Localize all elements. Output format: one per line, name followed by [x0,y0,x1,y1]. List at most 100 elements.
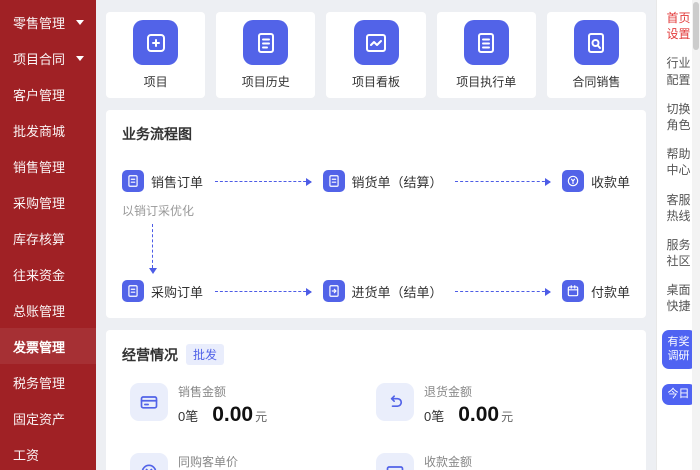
stat-avg-order-value: 同购客单价 [130,453,376,470]
shortcut-card-project-execution[interactable]: 项目执行单 [436,12,536,98]
stat-label: 收款金额 [424,455,473,469]
calendar-icon [562,280,584,302]
flow-node-label: 销货单（结算） [351,174,443,190]
shortcut-card-project-board[interactable]: 项目看板 [326,12,426,98]
shortcut-card-label: 项目历史 [241,75,290,89]
sidebar-item-label: 往来资金 [13,267,66,283]
sidebar-item-retail-management[interactable]: 零售管理 [0,4,96,40]
project-execution-icon [463,20,509,65]
sidebar-item-label: 发票管理 [13,339,66,355]
sidebar-item-label: 批发商城 [13,123,66,139]
project-icon [133,20,179,65]
shortcut-card-project-history[interactable]: 项目历史 [216,12,316,98]
document-icon [122,280,144,302]
dashed-arrow-right [454,177,552,186]
sidebar-item-label: 固定资产 [13,411,66,427]
scrollbar-thumb[interactable] [693,2,699,50]
flow-node-label: 销售订单 [151,174,204,190]
flow-node-goods-receipt[interactable]: 进货单（结单） [322,280,443,302]
shortcut-card-label: 项目 [143,75,168,89]
sidebar-item-label: 总账管理 [13,303,66,319]
contract-sales-icon [573,20,619,65]
shortcut-card-label: 项目看板 [352,75,401,89]
rail-item-service-community[interactable]: 服务社区 [666,237,691,269]
document-icon [122,170,144,192]
rail-item-home-settings[interactable]: 首页设置 [666,11,691,42]
shortcut-card-contract-sales[interactable]: 合同销售 [546,12,647,98]
sidebar-item-tax-management[interactable]: 税务管理 [0,364,96,400]
stat-unit: 元 [255,410,268,424]
shortcut-card-label: 合同销售 [572,75,621,89]
rail-item-switch-role[interactable]: 切换角色 [666,101,691,132]
stat-count: 0笔 [178,409,199,424]
rail-item-service-hotline[interactable]: 客服热线 [666,192,691,223]
flow-node-receipt-voucher[interactable]: 收款单 [562,170,630,192]
flow-note: 以销订采优化 [122,204,195,218]
flow-transition: 以销订采优化 [122,192,630,280]
main-content: 项目 项目历史 项目看板 项目执行单 [96,0,656,470]
sidebar-item-label: 采购管理 [13,195,66,211]
chevron-down-icon [76,55,84,61]
shortcut-card-label: 项目执行单 [456,75,517,89]
project-history-icon [243,20,289,65]
sidebar-item-invoice-management[interactable]: 发票管理 [0,328,96,364]
sidebar-item-purchase-management[interactable]: 采购管理 [0,184,96,220]
sidebar-item-label: 工资 [13,447,40,463]
sidebar-item-sales-management[interactable]: 销售管理 [0,148,96,184]
stat-label: 同购客单价 [178,455,239,469]
dashed-arrow-down [149,224,157,274]
sidebar-item-label: 零售管理 [13,15,66,31]
flow-node-purchase-order[interactable]: 采购订单 [122,280,203,302]
sidebar-item-fixed-assets[interactable]: 固定资产 [0,400,96,436]
dashed-arrow-right [215,287,312,296]
flow-node-sales-invoice[interactable]: 销货单（结算） [322,170,443,192]
flow-panel-title: 业务流程图 [122,126,192,142]
stat-receipt-amount: 收款金额 [376,453,622,470]
business-flow-panel: 业务流程图 销售订单 销货单（结算） [106,110,646,318]
flow-row-sales: 销售订单 销货单（结算） 收款单 [122,170,630,192]
flow-row-purchase: 采购订单 进货单（结单） 付款单 [122,280,630,302]
flow-node-label: 采购订单 [151,284,204,300]
rail-item-desktop-shortcut[interactable]: 桌面快捷 [666,283,691,314]
sidebar-item-label: 库存核算 [13,231,66,247]
sidebar: 零售管理 项目合同 客户管理 批发商城 销售管理 采购管理 库存核算 往来资金 … [0,0,96,470]
shortcut-cards-row: 项目 项目历史 项目看板 项目执行单 [106,12,647,98]
sidebar-item-project-contract[interactable]: 项目合同 [0,40,96,76]
survey-badge[interactable]: 有奖调研 [661,329,696,370]
sidebar-item-customer-management[interactable]: 客户管理 [0,76,96,112]
scrollbar-track[interactable] [692,0,700,470]
dashed-arrow-right [215,177,312,186]
sidebar-item-payroll[interactable]: 工资 [0,436,96,470]
stat-count: 0笔 [424,409,445,424]
sales-amount-icon [130,383,168,421]
shortcut-card-project[interactable]: 项目 [106,12,206,98]
flow-node-payment-voucher[interactable]: 付款单 [562,280,630,302]
dashed-arrow-right [454,287,552,296]
flow-node-label: 收款单 [591,174,631,190]
stat-unit: 元 [501,410,514,424]
avg-order-value-icon [130,453,168,470]
sidebar-item-inventory-accounting[interactable]: 库存核算 [0,220,96,256]
receipt-amount-icon [376,453,414,470]
today-badge[interactable]: 今日 [661,384,696,406]
stat-value: 0.00 [212,403,254,426]
rail-item-help-center[interactable]: 帮助中心 [666,147,691,178]
sidebar-item-label: 客户管理 [13,87,66,103]
sidebar-item-label: 项目合同 [13,51,66,67]
flow-node-sales-order[interactable]: 销售订单 [122,170,203,192]
wholesale-badge[interactable]: 批发 [186,344,225,365]
sidebar-item-label: 税务管理 [13,375,66,391]
business-status-title: 经营情况 [122,346,178,363]
rail-item-industry-config[interactable]: 行业配置 [666,56,691,87]
sidebar-item-current-funds[interactable]: 往来资金 [0,256,96,292]
coin-icon [562,170,584,192]
sidebar-item-general-ledger[interactable]: 总账管理 [0,292,96,328]
flow-node-label: 付款单 [591,284,631,300]
sidebar-item-wholesale-mall[interactable]: 批发商城 [0,112,96,148]
document-arrow-icon [322,280,345,302]
document-icon [322,170,345,192]
